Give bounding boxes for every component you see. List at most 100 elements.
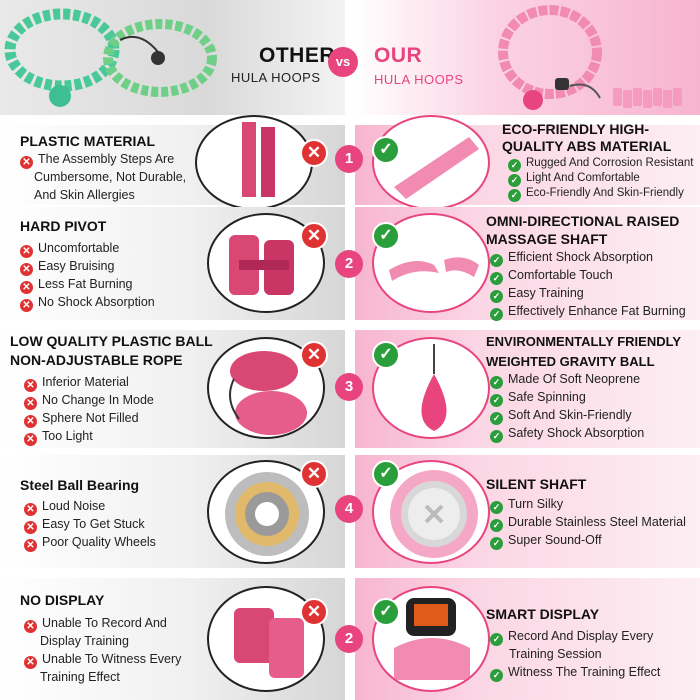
cross-icon: ✕ xyxy=(24,539,37,552)
row-5-left-item: ✕Unable To Record And xyxy=(24,614,167,633)
row-4-right-item: ✓Super Sound-Off xyxy=(490,531,602,550)
row-4-left-item: ✕Poor Quality Wheels xyxy=(24,533,156,552)
row-1-cross-icon: ✕ xyxy=(300,139,328,167)
smart-display-photo xyxy=(372,586,490,692)
row-4-right-item: ✓Durable Stainless Steel Material xyxy=(490,513,686,532)
row-5-left-title: NO DISPLAY xyxy=(20,592,105,608)
cross-icon: ✕ xyxy=(24,656,37,669)
check-icon: ✓ xyxy=(508,189,521,202)
row-2-right-title-line-1: OMNI-DIRECTIONAL RAISED xyxy=(486,213,680,229)
row-4-number-badge: 4 xyxy=(335,495,363,523)
row-3-right-item: ✓Safe Spinning xyxy=(490,388,586,407)
other-hula-hoop-image xyxy=(4,8,217,107)
check-icon: ✓ xyxy=(490,412,503,425)
our-title: OUR xyxy=(374,44,423,67)
header-our-panel xyxy=(355,0,700,115)
row-3-left-item: ✕No Change In Mode xyxy=(24,391,154,410)
row-3-right-item: ✓Safety Shock Absorption xyxy=(490,424,644,443)
check-icon: ✓ xyxy=(490,669,503,682)
row-2-left-title: HARD PIVOT xyxy=(20,218,107,234)
row-4-check-icon: ✓ xyxy=(372,460,400,488)
check-icon: ✓ xyxy=(490,308,503,321)
row-1-left-title: PLASTIC MATERIAL xyxy=(20,133,156,149)
row-5-left-item: Training Effect xyxy=(40,670,120,684)
row-5-left-item: ✕Unable To Witness Every xyxy=(24,650,181,669)
check-icon: ✓ xyxy=(490,290,503,303)
check-icon: ✓ xyxy=(508,159,521,172)
row-5-right-item: Training Session xyxy=(509,647,602,661)
steel-bearing-photo xyxy=(207,460,325,564)
check-icon: ✓ xyxy=(490,537,503,550)
cross-icon: ✕ xyxy=(20,156,33,169)
row-1-right-title-line-2: QUALITY ABS MATERIAL xyxy=(502,138,672,154)
our-hula-hoop-image xyxy=(498,5,682,110)
cross-icon: ✕ xyxy=(24,620,37,633)
row-3-right-title-line-1: ENVIRONMENTALLY FRIENDLY xyxy=(486,334,682,349)
other-title: OTHER xyxy=(259,44,335,67)
row-3-cross-icon: ✕ xyxy=(300,341,328,369)
row-5-check-icon: ✓ xyxy=(372,598,400,626)
cross-icon: ✕ xyxy=(24,503,37,516)
cross-icon: ✕ xyxy=(20,263,33,276)
check-icon: ✓ xyxy=(490,430,503,443)
cross-icon: ✕ xyxy=(24,397,37,410)
check-icon: ✓ xyxy=(490,254,503,267)
plastic-material-photo xyxy=(195,115,313,210)
row-1-right-item: ✓Eco-Friendly And Skin-Friendly xyxy=(508,184,684,202)
row-4-right-item: ✓Turn Silky xyxy=(490,495,563,514)
cross-icon: ✕ xyxy=(20,281,33,294)
row-2-number-badge: 2 xyxy=(335,250,363,278)
silent-shaft-photo xyxy=(372,460,490,564)
other-subtitle: HULA HOOPS xyxy=(231,70,321,85)
row-5-right-title: SMART DISPLAY xyxy=(486,606,600,622)
row-4-left-title: Steel Ball Bearing xyxy=(20,477,140,493)
cross-icon: ✕ xyxy=(24,521,37,534)
row-4-left-item: ✕Easy To Get Stuck xyxy=(24,515,145,534)
check-icon: ✓ xyxy=(490,272,503,285)
row-3-left-item: ✕Inferior Material xyxy=(24,373,129,392)
row-1-left-item: Cumbersome, Not Durable, xyxy=(34,170,187,184)
header-other-panel xyxy=(0,0,345,115)
our-subtitle: HULA HOOPS xyxy=(374,72,464,87)
check-icon: ✓ xyxy=(490,394,503,407)
row-2-left-item: ✕Less Fat Burning xyxy=(20,275,133,294)
row-1-left-item: ✕The Assembly Steps Are xyxy=(20,150,174,169)
cross-icon: ✕ xyxy=(20,299,33,312)
row-4-right-title: SILENT SHAFT xyxy=(486,476,587,492)
cross-icon: ✕ xyxy=(24,415,37,428)
row-1-right-item: ✓Rugged And Corrosion Resistant xyxy=(508,154,694,172)
row-5-right-item: ✓Record And Display Every xyxy=(490,627,653,646)
row-2-right-item: ✓Effectively Enhance Fat Burning xyxy=(490,302,686,321)
row-3-check-icon: ✓ xyxy=(372,341,400,369)
check-icon: ✓ xyxy=(490,633,503,646)
row-2-right-item: ✓Efficient Shock Absorption xyxy=(490,248,653,267)
row-5-number-badge: 2 xyxy=(335,625,363,653)
row-3-left-title-line-2: NON-ADJUSTABLE ROPE xyxy=(10,352,183,368)
row-2-right-title-line-2: MASSAGE SHAFT xyxy=(486,231,608,247)
row-3-left-item: ✕Sphere Not Filled xyxy=(24,409,139,428)
cross-icon: ✕ xyxy=(24,433,37,446)
row-3-left-title-line-1: LOW QUALITY PLASTIC BALL xyxy=(10,333,213,349)
row-3-right-title-line-2: WEIGHTED GRAVITY BALL xyxy=(486,354,655,369)
row-1-right-item: ✓Light And Comfortable xyxy=(508,169,640,187)
row-1-check-icon: ✓ xyxy=(372,136,400,164)
row-2-right-item: ✓Comfortable Touch xyxy=(490,266,613,285)
row-3-left-item: ✕Too Light xyxy=(24,427,93,446)
row-2-cross-icon: ✕ xyxy=(300,222,328,250)
row-1-left-item: And Skin Allergies xyxy=(34,188,135,202)
row-3-number-badge: 3 xyxy=(335,373,363,401)
row-2-left-item: ✕Easy Bruising xyxy=(20,257,114,276)
row-1-right-title-line-1: ECO-FRIENDLY HIGH- xyxy=(502,121,650,137)
row-2-right-item: ✓Easy Training xyxy=(490,284,584,303)
cross-icon: ✕ xyxy=(20,245,33,258)
row-2-left-item: ✕Uncomfortable xyxy=(20,239,119,258)
cross-icon: ✕ xyxy=(24,379,37,392)
row-5-left-item: Display Training xyxy=(40,634,129,648)
row-2-left-item: ✕No Shock Absorption xyxy=(20,293,155,312)
check-icon: ✓ xyxy=(490,519,503,532)
row-3-right-item: ✓Soft And Skin-Friendly xyxy=(490,406,632,425)
check-icon: ✓ xyxy=(490,501,503,514)
row-3-right-item: ✓Made Of Soft Neoprene xyxy=(490,370,640,389)
row-1-number-badge: 1 xyxy=(335,145,363,173)
